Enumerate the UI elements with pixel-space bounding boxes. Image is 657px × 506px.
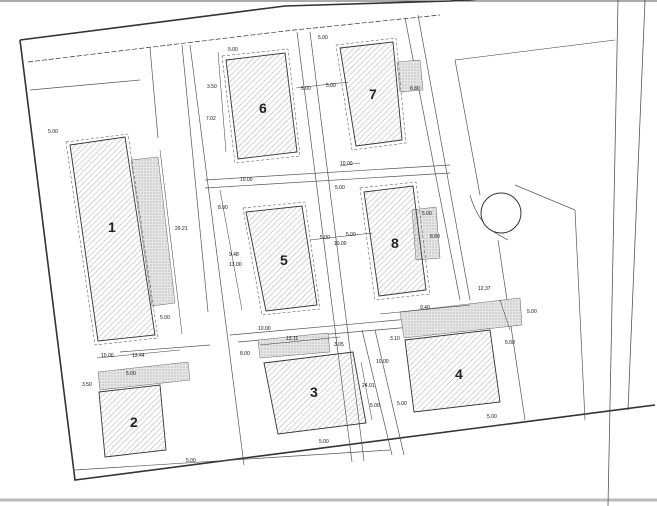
building-label-4: 4 <box>455 366 463 382</box>
dim-label: 5.00 <box>301 86 311 92</box>
dim-label: 3.10 <box>390 336 400 342</box>
dim-label: 10.00 <box>376 359 389 365</box>
dim-label: 29.21 <box>175 226 188 232</box>
dim-label: 5.00 <box>186 458 196 464</box>
dim-label: 5.00 <box>320 235 330 241</box>
dim-label: 10.00 <box>340 161 353 167</box>
building-4 <box>404 329 501 413</box>
site-boundary <box>19 0 656 481</box>
parcel-lines <box>29 14 586 471</box>
dim-label: 10.00 <box>240 177 253 183</box>
dim-label: 13.44 <box>132 353 145 359</box>
building-label-3: 3 <box>310 384 318 400</box>
dim-label: 5.00 <box>346 232 356 238</box>
dim-label: 10.00 <box>258 326 271 332</box>
dim-label: 9.40 <box>420 305 430 311</box>
dim-label: 5.00 <box>126 371 136 377</box>
dim-label: 12.37 <box>478 286 491 292</box>
dim-label: 24.01 <box>362 383 375 389</box>
dim-label: 8.00 <box>240 351 250 357</box>
building-label-8: 8 <box>391 235 399 251</box>
dim-label: 13.11 <box>286 336 298 342</box>
building-6 <box>225 52 298 160</box>
dim-label: 5.00 <box>319 439 329 445</box>
garage-annexes <box>97 59 523 391</box>
building-label-7: 7 <box>369 86 377 102</box>
setback-outlines <box>65 37 431 346</box>
dim-label: 5.00 <box>228 47 238 53</box>
dim-label: 10.00 <box>334 241 347 247</box>
dim-label: 5.00 <box>160 315 170 321</box>
dimension-lines <box>96 51 511 421</box>
dim-label: 5.00 <box>505 340 515 346</box>
dim-label: 9.48 <box>229 252 239 258</box>
building-label-5: 5 <box>280 252 288 268</box>
dim-label: 5.00 <box>527 309 537 315</box>
building-2 <box>98 384 167 458</box>
dim-label: 5.00 <box>422 211 432 217</box>
buildings <box>69 41 501 458</box>
dim-label: 10.00 <box>101 353 114 359</box>
dim-label: 3.50 <box>82 382 92 388</box>
dim-label: 8.00 <box>218 205 228 211</box>
dim-label: 5.00 <box>487 414 497 420</box>
dim-label: 5.00 <box>318 35 328 41</box>
building-label-1: 1 <box>108 219 116 235</box>
dim-label: 5.00 <box>48 129 58 135</box>
dim-label: 8.80 <box>410 86 420 92</box>
dim-label: 5.00 <box>370 403 380 409</box>
dim-label: 5.00 <box>326 83 336 89</box>
dim-label: 3.50 <box>207 84 217 90</box>
building-1 <box>69 136 156 342</box>
building-label-2: 2 <box>130 414 138 430</box>
dim-label: 7.02 <box>206 116 216 122</box>
dim-label: 5.00 <box>335 185 345 191</box>
building-8 <box>363 185 427 297</box>
dim-label: 8.80 <box>430 234 440 240</box>
dim-label: 13.00 <box>229 262 242 268</box>
dim-label: 5.00 <box>397 401 407 407</box>
dimension-labels: 5.00 29.21 5.00 10.00 13.44 5.00 3.50 5.… <box>48 35 537 464</box>
turnaround-circle <box>480 192 522 234</box>
building-5 <box>245 205 318 312</box>
dim-label: 3.05 <box>334 342 344 348</box>
building-7 <box>339 41 403 147</box>
building-label-6: 6 <box>259 100 267 116</box>
building-3 <box>263 351 367 435</box>
